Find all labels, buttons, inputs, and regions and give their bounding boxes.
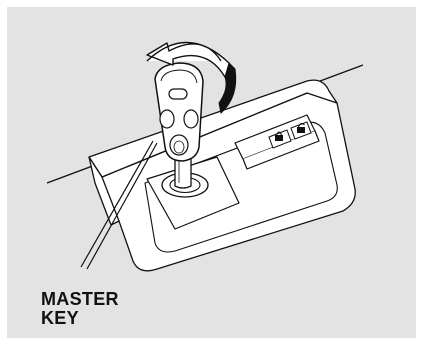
master-key-label-line1: MASTER bbox=[41, 290, 119, 309]
illustration-panel: MASTER KEY bbox=[7, 7, 416, 338]
master-key-label-line2: KEY bbox=[41, 309, 119, 328]
master-key-label: MASTER KEY bbox=[41, 290, 119, 328]
